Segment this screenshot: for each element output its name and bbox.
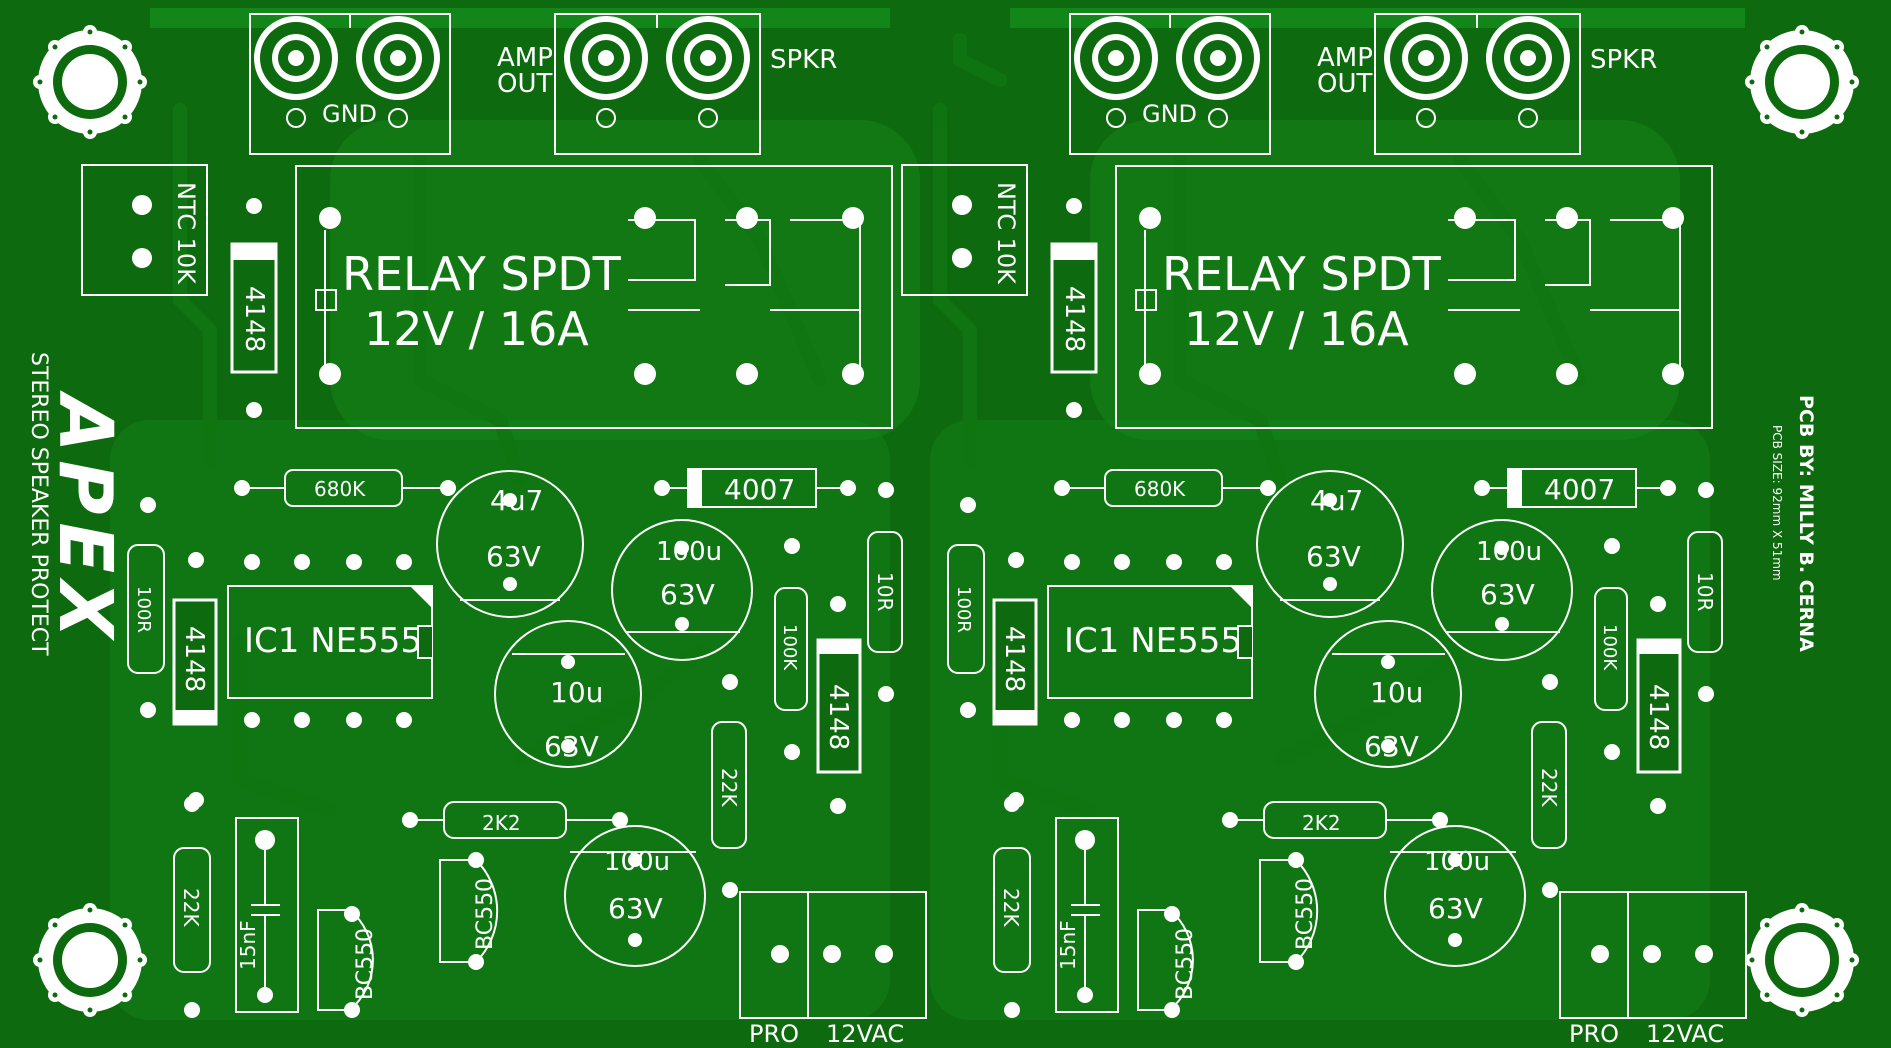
res-10r-label: 10R: [873, 572, 897, 611]
credit-text: PCB BY: MILLY B. CERNA: [1795, 395, 1817, 652]
diode-4148-top-label-r: 4148: [1059, 286, 1089, 352]
spkr-label: SPKR: [770, 45, 837, 75]
res-10r-label-r: 10R: [1693, 572, 1717, 611]
diode-4148-mid-label: 4148: [179, 626, 209, 692]
mounting-hole-top-left: [33, 25, 147, 139]
relay-label-1-r: RELAY SPDT: [1162, 247, 1442, 301]
diode-4148-right: [816, 638, 862, 774]
res-100r-label: 100R: [133, 586, 154, 633]
amp-out-label-2-r: OUT: [1317, 69, 1372, 99]
amp-out-label-1-r: AMP: [1317, 43, 1373, 73]
res-680k-label: 680K: [314, 477, 366, 501]
cap-4u7-label-r: 4u7: [1310, 484, 1363, 517]
cap-4u7-label: 4u7: [490, 484, 543, 517]
res-22k-mid-label: 22K: [717, 768, 741, 807]
res-22k-left: [173, 847, 211, 973]
spkr-label-r: SPKR: [1590, 45, 1657, 75]
res-100k: [774, 587, 808, 711]
diode-4148-right-label: 4148: [823, 684, 853, 750]
res-680k-label-r: 680K: [1134, 477, 1186, 501]
res-2k2-label-r: 2K2: [1302, 811, 1341, 835]
transistor-q2-label: BC550: [473, 878, 498, 950]
cap-10u: [494, 620, 642, 768]
cap-10u-voltage: 63V: [544, 730, 599, 763]
cap-100u-top-voltage: 63V: [660, 578, 715, 611]
transistor-q1-label-r: BC550: [1173, 928, 1198, 1000]
res-22k-mid-label-r: 22K: [1537, 768, 1561, 807]
diode-4148-mid-label-r: 4148: [999, 626, 1029, 692]
cap-100u-bottom-label: 100u: [604, 847, 670, 877]
gnd-label-r: GND: [1142, 100, 1197, 128]
res-100k-label-r: 100K: [1599, 624, 1620, 671]
diode-4148-top-label: 4148: [239, 286, 269, 352]
diode-4007-label: 4007: [724, 473, 795, 506]
diode-4148-right-label-r: 4148: [1643, 684, 1673, 750]
cap-100u-top-voltage-r: 63V: [1480, 578, 1535, 611]
ntc-label-r: NTC 10K: [992, 182, 1020, 285]
diode-4148-top: [230, 242, 278, 374]
res-2k2-label: 2K2: [482, 811, 521, 835]
relay-outline: [295, 165, 893, 429]
relay-label-1: RELAY SPDT: [342, 247, 622, 301]
cap-100u-top-label-r: 100u: [1476, 537, 1542, 567]
cap-100u-bottom-label-r: 100u: [1424, 847, 1490, 877]
pro-label: PRO: [749, 1020, 799, 1048]
cap-15nf-label: 15nF: [236, 920, 260, 970]
cap-100u-bottom-voltage-r: 63V: [1428, 892, 1483, 925]
cap-100u-top-label: 100u: [656, 537, 722, 567]
ic-label: IC1 NE555: [244, 621, 422, 661]
amp-out-label-1: AMP: [497, 43, 553, 73]
cap-10u-voltage-r: 63V: [1364, 730, 1419, 763]
res-100r: [127, 544, 165, 674]
ntc-label: NTC 10K: [172, 182, 200, 285]
channel-right: GND AMP OUT SPKR NTC 10K RELAY SPDT 12V …: [901, 13, 1747, 1048]
logo: APEX: [42, 390, 128, 646]
cap-100u-top: [611, 519, 753, 661]
res-22k-mid: [711, 721, 747, 849]
diode-4007-label-r: 4007: [1544, 473, 1615, 506]
cap-10u-label: 10u: [550, 676, 603, 709]
transistor-q1-label: BC550: [353, 928, 378, 1000]
res-22k-left-label: 22K: [179, 888, 203, 927]
cap-15nf-label-r: 15nF: [1056, 920, 1080, 970]
relay-label-2-r: 12V / 16A: [1184, 302, 1409, 356]
power-connector: [739, 891, 927, 1019]
amp-out-label-2: OUT: [497, 69, 552, 99]
ic-label-r: IC1 NE555: [1064, 621, 1242, 661]
channel-left: GND AMP OUT SPKR NTC 10K RELAY SPDT 12V …: [81, 13, 927, 1048]
mounting-hole-bottom-left: [33, 903, 147, 1017]
cap-100u-bottom-voltage: 63V: [608, 892, 663, 925]
relay-label-2: 12V / 16A: [364, 302, 589, 356]
mounting-hole-bottom-right: [1745, 903, 1859, 1017]
mounting-hole-top-right: [1745, 25, 1859, 139]
cap-4u7-voltage-r: 63V: [1306, 540, 1361, 573]
pcb-size-text: PCB SIZE: 92mm X 51mm: [1770, 425, 1784, 581]
transistor-q2-label-r: BC550: [1293, 878, 1318, 950]
diode-4148-mid: [172, 598, 218, 726]
cap-4u7-voltage: 63V: [486, 540, 541, 573]
vac-label: 12VAC: [826, 1020, 904, 1048]
res-22k-left-label-r: 22K: [999, 888, 1023, 927]
res-10r: [867, 531, 903, 653]
board-title: STEREO SPEAKER PROTECT: [26, 352, 51, 656]
ntc-outline: [81, 164, 208, 296]
cap-10u-label-r: 10u: [1370, 676, 1423, 709]
cap-15nf: [235, 817, 299, 1013]
vac-label-r: 12VAC: [1646, 1020, 1724, 1048]
cap-4u7: [436, 470, 584, 618]
cap-100u-bottom: [564, 825, 706, 967]
gnd-label: GND: [322, 100, 377, 128]
res-100k-label: 100K: [779, 624, 800, 671]
res-100r-label-r: 100R: [953, 586, 974, 633]
pro-label-r: PRO: [1569, 1020, 1619, 1048]
